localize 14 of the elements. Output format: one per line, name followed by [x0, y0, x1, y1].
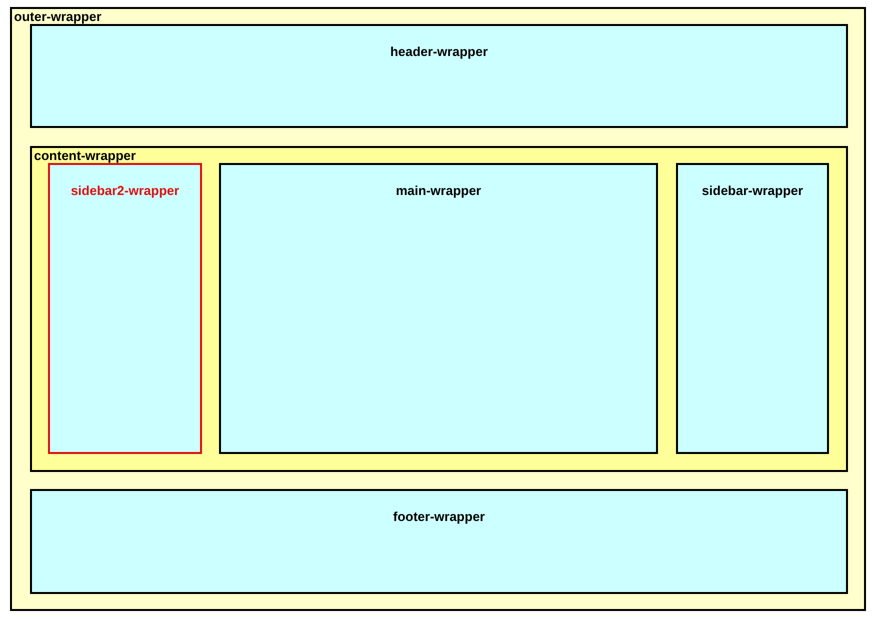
region-label: header-wrapper — [389, 44, 489, 59]
region-label: main-wrapper — [394, 183, 482, 198]
region-label: content-wrapper — [34, 148, 136, 163]
layout-region — [219, 163, 658, 454]
layout-region — [676, 163, 829, 454]
region-label: sidebar2-wrapper — [70, 183, 180, 198]
layout-region — [30, 146, 848, 472]
region-label: footer-wrapper — [392, 509, 486, 524]
region-label: outer-wrapper — [14, 9, 102, 24]
layout-region — [30, 24, 848, 128]
layout-region — [30, 489, 848, 594]
region-label: sidebar-wrapper — [700, 183, 804, 198]
layout-region — [48, 163, 202, 454]
layout-region — [10, 7, 866, 611]
